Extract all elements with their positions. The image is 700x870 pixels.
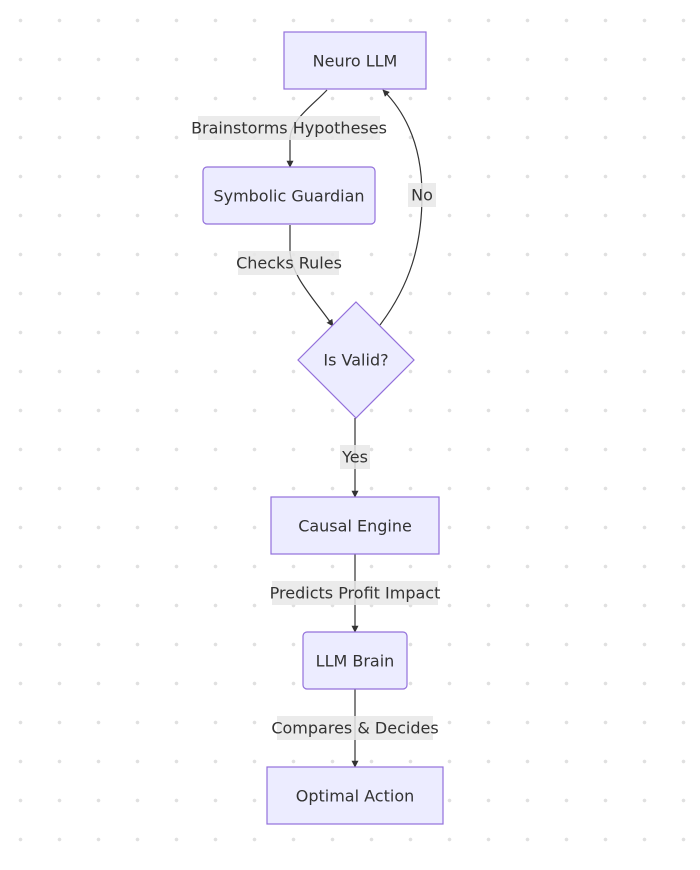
node-neuro-llm-label: Neuro LLM xyxy=(313,52,398,71)
edge-label-yes-text: Yes xyxy=(341,448,368,467)
node-causal-engine[interactable]: Causal Engine xyxy=(270,496,440,555)
node-symbolic-guardian[interactable]: Symbolic Guardian xyxy=(202,166,376,225)
node-symbolic-guardian-label: Symbolic Guardian xyxy=(213,187,364,206)
node-optimal-action[interactable]: Optimal Action xyxy=(266,766,444,825)
node-is-valid-decision[interactable]: Is Valid? xyxy=(297,301,415,419)
edge-label-checks-rules: Checks Rules xyxy=(236,251,342,275)
edge-label-no: No xyxy=(408,183,436,207)
edge-label-predicts: Predicts Profit Impact xyxy=(270,581,441,605)
edge-label-checks-rules-text: Checks Rules xyxy=(236,254,342,273)
edge-label-brainstorms-text: Brainstorms Hypotheses xyxy=(191,119,387,138)
node-llm-brain[interactable]: LLM Brain xyxy=(302,631,408,690)
node-is-valid-label: Is Valid? xyxy=(323,351,388,370)
edge-guardian-to-valid xyxy=(289,225,334,327)
edge-label-compares-text: Compares & Decides xyxy=(271,719,438,738)
node-optimal-action-label: Optimal Action xyxy=(296,787,415,806)
edge-label-no-text: No xyxy=(411,186,433,205)
node-causal-engine-label: Causal Engine xyxy=(298,517,412,536)
edge-label-yes: Yes xyxy=(340,445,370,469)
edge-labels: Brainstorms Hypotheses Checks Rules No Y… xyxy=(191,116,440,740)
nodes: Neuro LLM Symbolic Guardian Is Valid? Ca… xyxy=(202,31,444,825)
node-llm-brain-label: LLM Brain xyxy=(316,652,395,671)
node-neuro-llm[interactable]: Neuro LLM xyxy=(283,31,427,90)
edge-label-compares: Compares & Decides xyxy=(271,716,439,740)
edge-label-predicts-text: Predicts Profit Impact xyxy=(270,584,441,603)
edge-label-brainstorms: Brainstorms Hypotheses xyxy=(191,116,387,140)
